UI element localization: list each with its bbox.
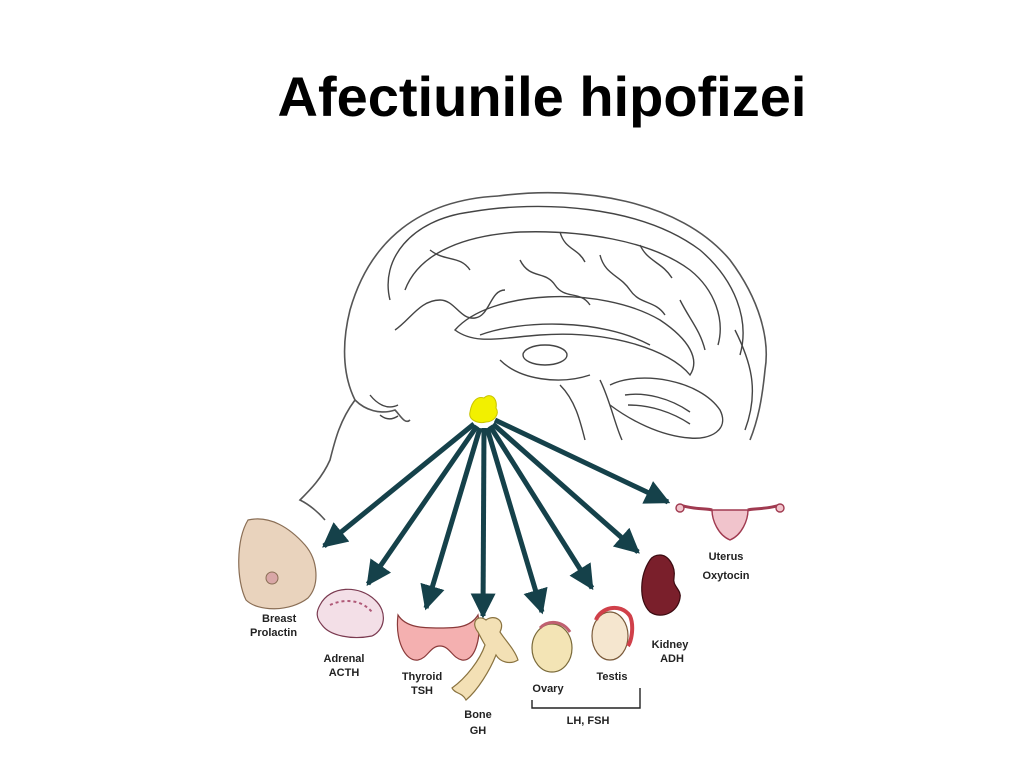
uterus-illustration — [675, 503, 785, 541]
label-adrenal-organ: Adrenal — [324, 653, 365, 665]
label-bone-hormone: GH — [470, 725, 487, 737]
label-kidney-hormone: ADH — [660, 653, 684, 665]
arrow-thyroid — [420, 427, 483, 611]
breast-illustration — [238, 518, 317, 610]
label-testis: Testis — [597, 671, 628, 683]
pituitary-gland — [469, 395, 498, 423]
arrow-breast — [322, 422, 476, 548]
label-adrenal-hormone: ACTH — [329, 667, 360, 679]
label-adrenal: Adrenal ACTH — [324, 653, 365, 679]
label-thyroid-hormone: TSH — [411, 685, 433, 697]
thyroid-illustration — [396, 613, 480, 661]
adrenal-illustration — [316, 588, 384, 639]
label-kidney: Kidney ADH — [652, 639, 690, 665]
kidney-illustration — [641, 554, 681, 616]
testis-illustration — [591, 605, 635, 661]
arrow-adrenal — [365, 424, 480, 587]
label-breast: Breast Prolactin — [250, 613, 297, 639]
label-bone: Bone GH — [464, 709, 492, 737]
label-breast-organ: Breast — [262, 613, 297, 625]
ovary-illustration — [531, 621, 573, 673]
label-ovary: Ovary — [532, 683, 564, 695]
slide-title: Afectiunile hipofizei — [277, 65, 807, 128]
label-thyroid-organ: Thyroid — [402, 671, 442, 683]
arrow-ovary — [484, 427, 548, 615]
arrow-testis — [487, 424, 595, 591]
brain-cortex — [369, 205, 754, 441]
label-uterus-organ: Uterus — [709, 551, 744, 563]
label-kidney-organ: Kidney — [652, 639, 690, 651]
label-uterus-hormone: Oxytocin — [702, 570, 749, 582]
head-outline — [298, 191, 768, 521]
gonad-group-label: LH, FSH — [567, 715, 610, 727]
gonad-bracket — [531, 688, 641, 709]
arrow-bone — [470, 427, 496, 619]
label-bone-organ: Bone — [464, 709, 492, 721]
arrow-uterus — [493, 417, 671, 505]
bone-illustration — [451, 617, 519, 701]
label-thyroid: Thyroid TSH — [402, 671, 442, 697]
hormone-arrows — [322, 417, 671, 619]
arrow-kidney — [491, 422, 640, 554]
label-testis-organ: Testis — [597, 671, 628, 683]
label-ovary-organ: Ovary — [532, 683, 564, 695]
label-uterus: Uterus Oxytocin — [702, 551, 749, 582]
label-breast-hormone: Prolactin — [250, 627, 297, 639]
